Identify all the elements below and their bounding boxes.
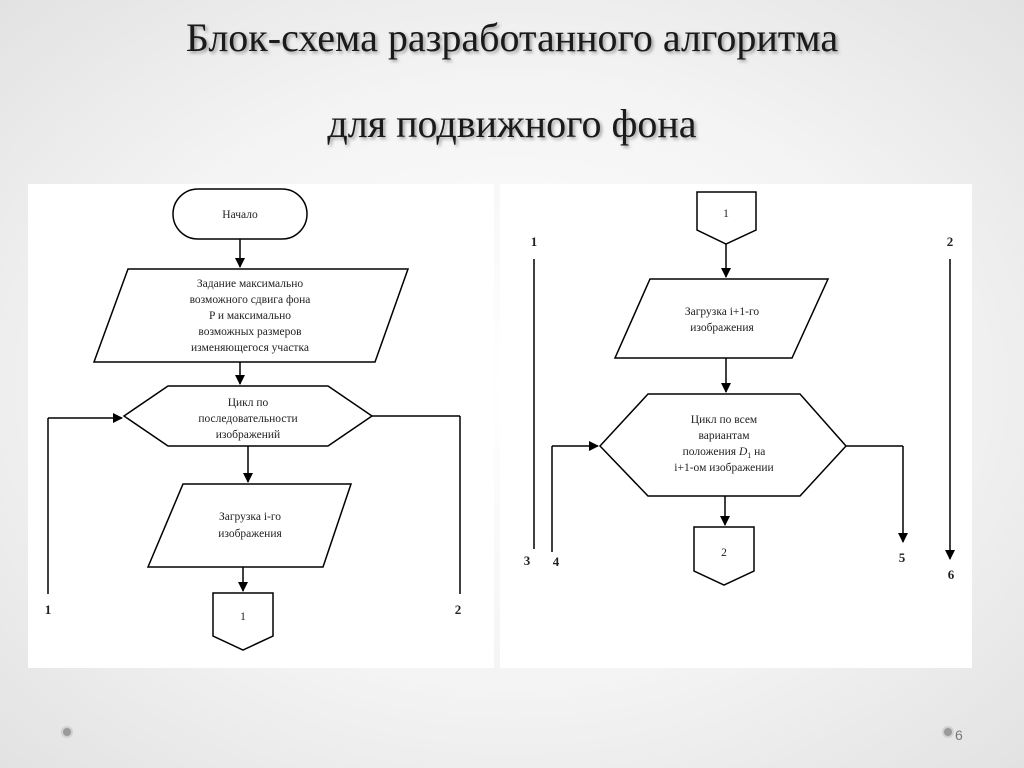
flowchart-panel-right: 1 Загрузка i+1-го изображения Цикл по вс… <box>500 184 972 668</box>
flowchart-right: 1 Загрузка i+1-го изображения Цикл по вс… <box>524 191 955 586</box>
load-text-line: изображения <box>218 528 282 540</box>
slide-title-line2: для подвижного фона <box>327 101 697 146</box>
variable-d-subscript: 1 <box>747 451 751 460</box>
flowchart-left: Начало Задание максимально возможного сд… <box>45 188 462 651</box>
connector-label: 1 <box>240 611 246 623</box>
input-text-line: изменяющегося участка <box>191 342 309 354</box>
page-number: 6 <box>955 727 963 743</box>
load-parallelogram <box>146 483 353 568</box>
line-label-1: 1 <box>45 602 52 617</box>
slide-decoration-dot <box>63 728 71 736</box>
input-text-line: возможных размеров <box>198 326 302 338</box>
variants-loop-hexagon <box>598 393 848 497</box>
load-next-parallelogram <box>613 278 830 359</box>
start-label: Начало <box>222 209 258 221</box>
variable-d: D <box>738 446 748 458</box>
loop-text-line: последовательности <box>198 413 297 425</box>
line-label-5: 5 <box>899 550 906 565</box>
loop-text-line: изображений <box>216 429 280 441</box>
variants-loop-text-part: положения <box>683 446 739 458</box>
line-label-2: 2 <box>455 602 462 617</box>
slide-title-line1: Блок-схема разработанного алгоритма <box>185 15 839 60</box>
variants-loop-text-part: на <box>751 446 765 458</box>
line-label-3: 3 <box>524 553 531 568</box>
variants-loop-text: Цикл по всем <box>691 414 758 426</box>
connector-out-label: 2 <box>721 547 727 559</box>
load-next-text-line: Загрузка i+1-го <box>685 306 760 318</box>
load-next-text-line: изображения <box>690 322 754 334</box>
line-label-2: 2 <box>947 234 954 249</box>
offpage-connector <box>212 592 274 651</box>
line-label-4: 4 <box>553 554 560 569</box>
input-text-line: возможного сдвига фона <box>190 294 311 306</box>
outgoing-connector <box>693 526 755 586</box>
variants-loop-text: i+1-ом изображении <box>674 462 773 474</box>
line-label-6: 6 <box>948 567 955 582</box>
slide-decoration-dot <box>944 728 952 736</box>
input-parallelogram <box>92 268 410 363</box>
variants-loop-text: вариантам <box>698 430 750 442</box>
load-text-line: Загрузка i-го <box>219 511 281 523</box>
variants-loop-text: положения D1 на <box>683 446 766 460</box>
incoming-connector <box>696 191 757 245</box>
loop-text-line: Цикл по <box>228 397 269 409</box>
connector-in-label: 1 <box>723 208 729 220</box>
input-text-line: P и максимально <box>209 310 291 322</box>
input-text-line: Задание максимально <box>197 278 304 290</box>
line-label-1: 1 <box>531 234 538 249</box>
flowchart-panel-left: Начало Задание максимально возможного сд… <box>28 184 494 668</box>
